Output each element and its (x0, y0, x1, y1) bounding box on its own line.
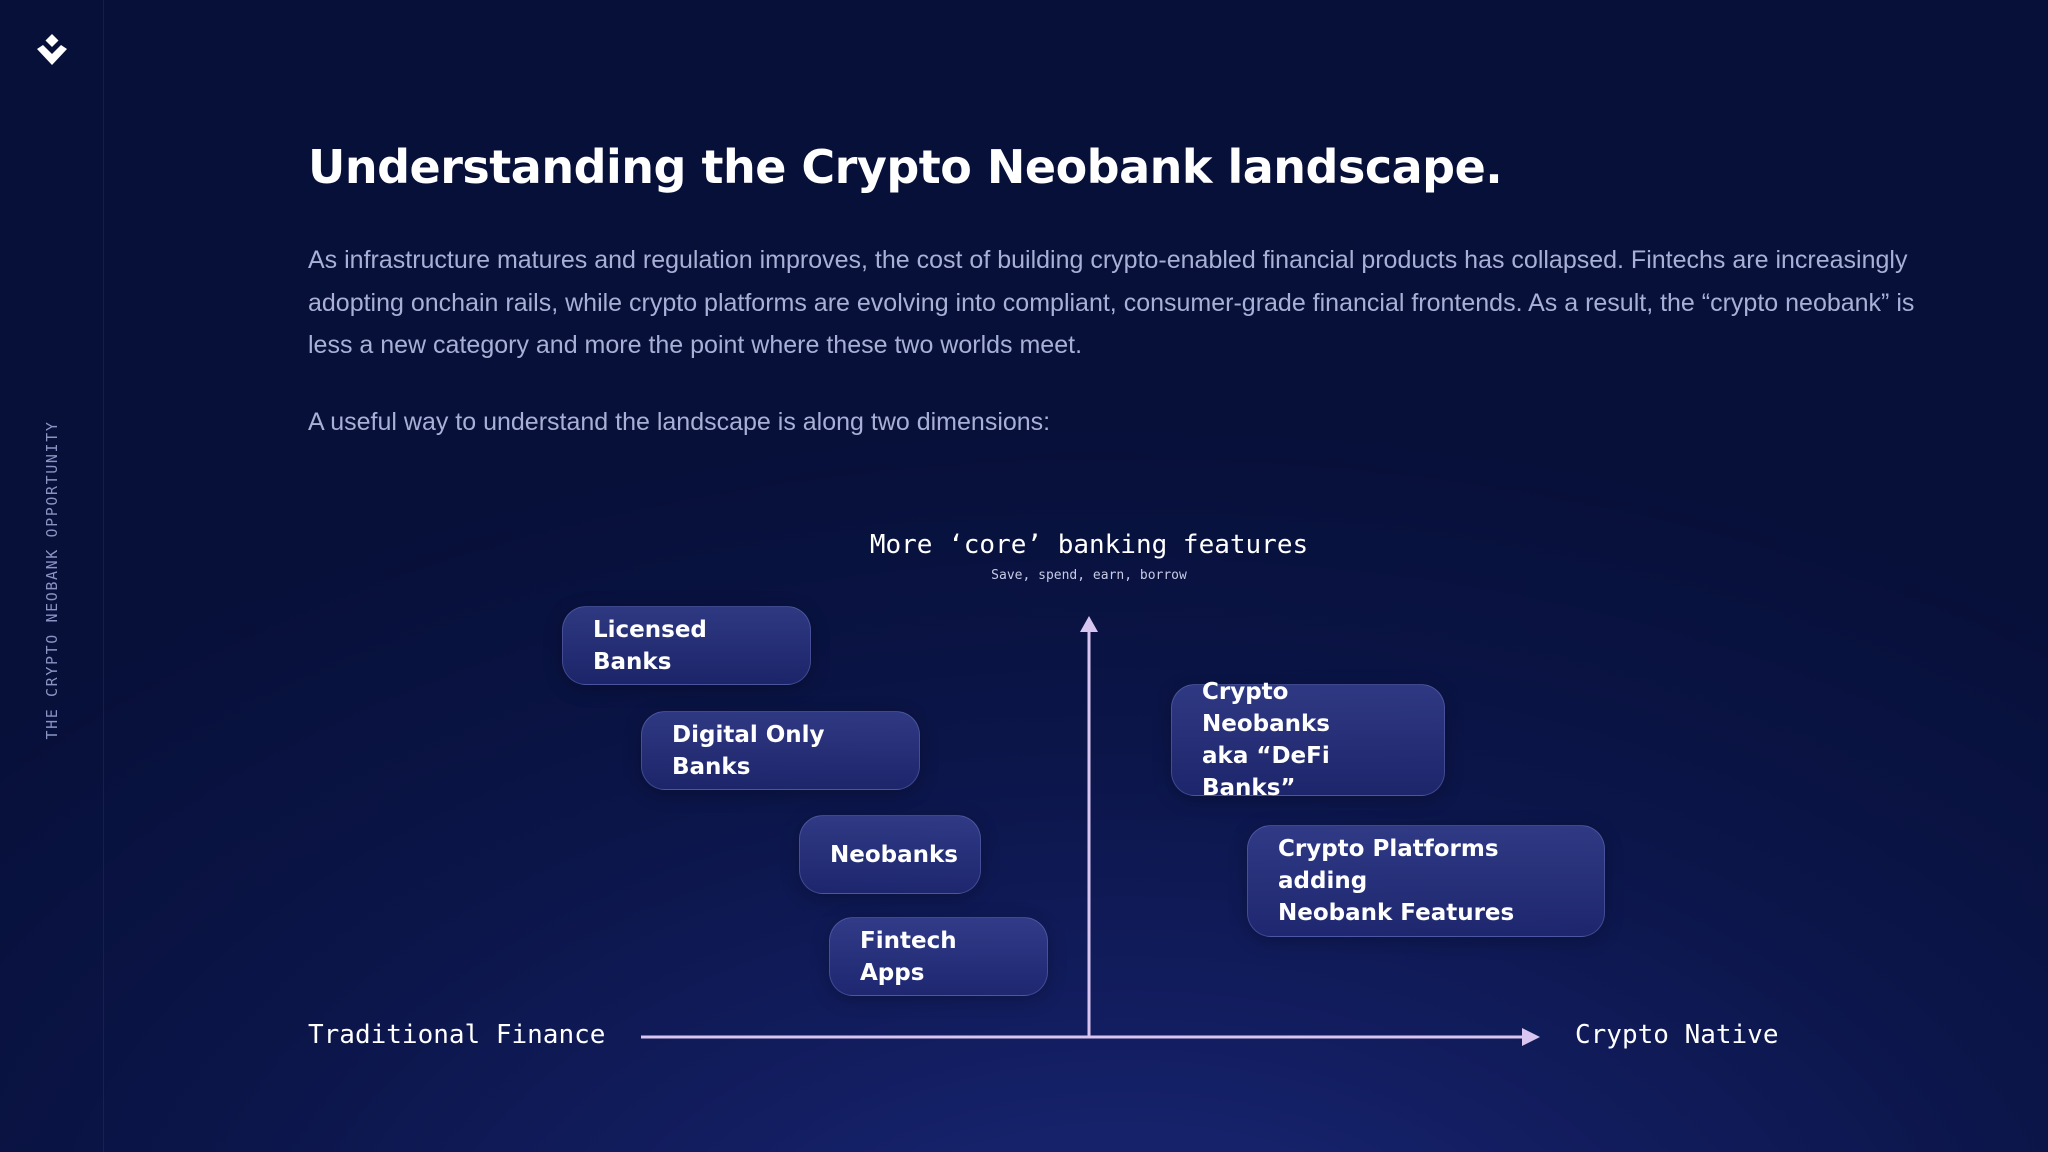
chevron-logo-icon (37, 34, 67, 65)
page-title: Understanding the Crypto Neobank landsca… (308, 140, 1503, 194)
x-axis-left-label: Traditional Finance (308, 1020, 606, 1050)
intro-paragraph: As infrastructure matures and regulation… (308, 246, 1915, 359)
x-axis-arrowhead (1522, 1028, 1540, 1046)
dimensions-paragraph: A useful way to understand the landscape… (308, 408, 1051, 436)
node-fintech-apps: Fintech Apps (829, 917, 1048, 996)
x-axis-right-label: Crypto Native (1575, 1020, 1779, 1050)
sidebar: THE CRYPTO NEOBANK OPPORTUNITY (0, 0, 104, 1152)
node-digital-only-banks: Digital Only Banks (641, 711, 920, 790)
y-axis-subtitle: Save, spend, earn, borrow (991, 568, 1187, 583)
node-crypto-neobanks: Crypto Neobanks aka “DeFi Banks” (1171, 679, 1445, 801)
section-label: THE CRYPTO NEOBANK OPPORTUNITY (43, 420, 61, 740)
node-neobanks: Neobanks (799, 815, 981, 894)
node-licensed-banks: Licensed Banks (562, 606, 811, 685)
node-crypto-platforms: Crypto Platforms adding Neobank Features (1247, 825, 1605, 937)
y-axis-title: More ‘core’ banking features (869, 530, 1309, 560)
y-axis-arrowhead (1080, 616, 1098, 632)
